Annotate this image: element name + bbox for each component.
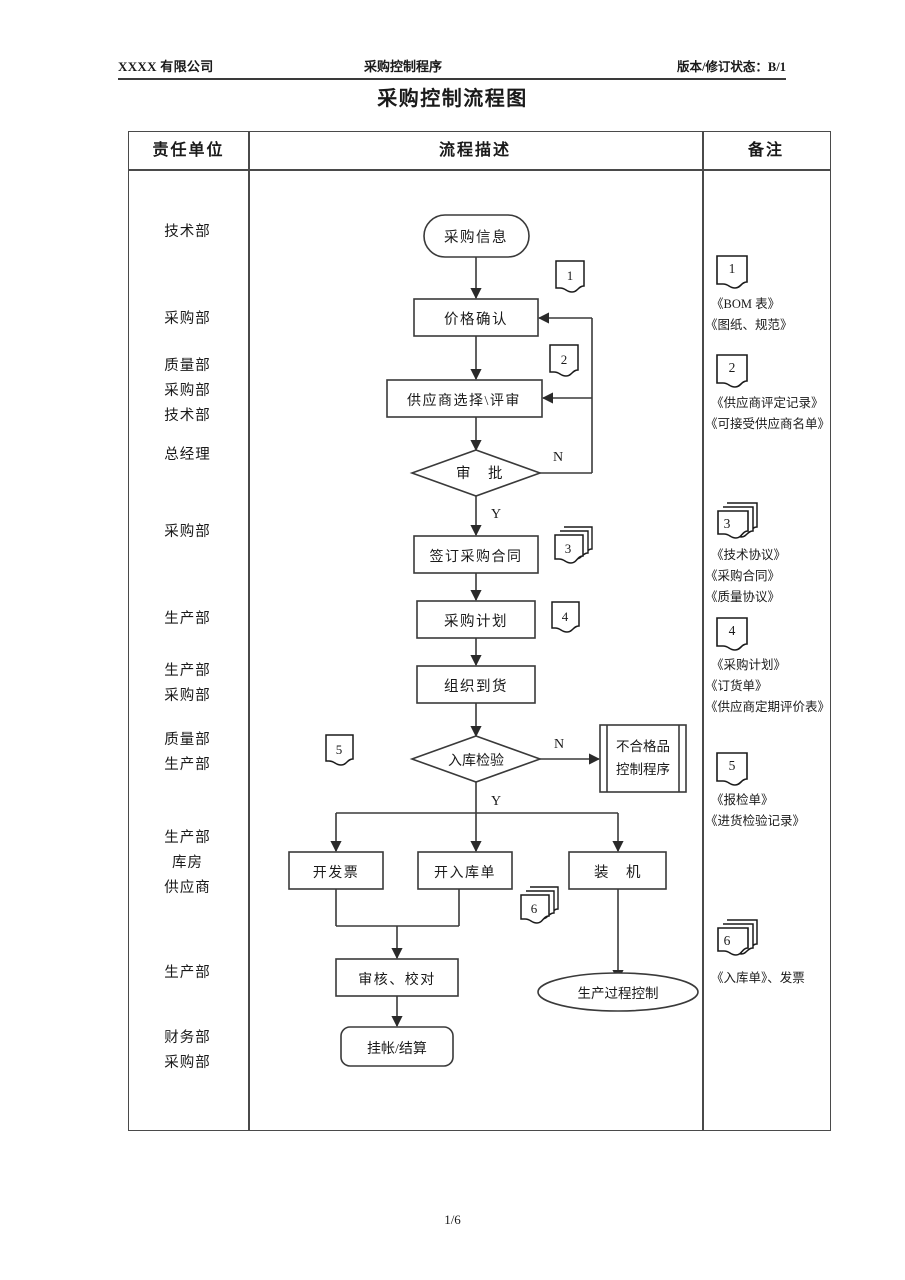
header-company: XXXX 有限公司 — [118, 59, 214, 74]
flow-note-icon-1: 1 — [555, 260, 585, 293]
remark-note-number: 5 — [728, 758, 736, 773]
remark-note-icon-6: 6 — [715, 918, 759, 960]
flow-node-label: 审 批 — [456, 465, 504, 482]
flow-node-organize-arrival: 组织到货 — [416, 665, 536, 704]
table-divider-right — [702, 132, 704, 1130]
flow-node-label: 价格确认 — [444, 311, 508, 328]
flow-node-invoice: 开发票 — [288, 851, 384, 890]
branch-label-no: N — [553, 450, 563, 465]
responsible-unit: 生产部 — [164, 611, 211, 627]
flow-node-label: 入库检验 — [448, 753, 504, 769]
remark-note-icon-2: 2 — [715, 353, 749, 391]
flow-note-icon-5: 5 — [325, 734, 354, 766]
responsible-unit: 采购部 — [164, 311, 211, 327]
remarks-column: 1 《BOM 表》《图纸、规范》 2 《供应商评定记录》《可接受供应商名单》 3… — [701, 168, 831, 1131]
flow-node-label: 供应商选择\评审 — [407, 392, 521, 409]
remark-text: 《入库单》、发票 — [711, 971, 805, 985]
flow-node-label: 开发票 — [313, 865, 360, 881]
remark-note-number: 2 — [728, 360, 736, 375]
column-header-responsible: 责任单位 — [152, 142, 225, 159]
flow-note-icon-3: 3 — [554, 526, 593, 564]
flow-note-number: 3 — [565, 541, 572, 556]
flow-node-label-line1: 不合格品 — [616, 739, 670, 754]
flow-node-label: 装 机 — [594, 864, 642, 881]
flow-node-label: 审核、校对 — [358, 971, 436, 988]
column-header-process: 流程描述 — [438, 142, 511, 159]
flow-node-label-line2: 控制程序 — [616, 762, 670, 777]
flow-node-approve: 审 批 N Y — [409, 449, 563, 522]
flow-node-label: 开入库单 — [434, 865, 496, 881]
header-document-name: 采购控制程序 — [364, 59, 443, 74]
flow-note-icon-2: 2 — [549, 344, 579, 377]
responsible-units-column: 技术部 采购部 质量部采购部技术部 总经理 采购部 生产部 生产部采购部 质量部… — [128, 168, 247, 1131]
remark-note-icon-3: 3 — [715, 501, 759, 543]
remark-text: 《技术协议》《采购合同》《质量协议》 — [705, 548, 787, 604]
flow-node-label: 采购信息 — [444, 229, 508, 246]
flow-note-number: 5 — [336, 742, 343, 757]
responsible-unit: 质量部采购部技术部 — [164, 358, 211, 424]
responsible-unit: 总经理 — [164, 447, 211, 463]
remark-note-number: 6 — [723, 933, 731, 948]
remark-text: 《报检单》《进货检验记录》 — [705, 793, 806, 828]
page-title: 采购控制流程图 — [377, 88, 528, 110]
column-header-remarks: 备注 — [747, 142, 784, 159]
page-footer: 1/6 — [444, 1212, 461, 1227]
flow-node-account-settle: 挂帐/结算 — [340, 1026, 454, 1067]
flow-node-assembly: 装 机 — [568, 851, 667, 890]
branch-label-yes: Y — [491, 794, 501, 809]
flow-note-number: 6 — [531, 901, 538, 916]
branch-label-yes: Y — [491, 507, 501, 522]
flow-node-incoming-check: 入库检验 N Y — [409, 735, 564, 809]
flow-node-purchase-plan: 采购计划 — [416, 600, 536, 639]
branch-label-no: N — [554, 737, 564, 752]
flow-note-number: 2 — [561, 352, 568, 367]
flow-node-nonconforming-procedure: 不合格品 控制程序 — [599, 724, 687, 793]
flow-note-icon-4: 4 — [551, 601, 580, 633]
responsible-unit: 技术部 — [164, 224, 211, 240]
flow-node-label: 挂帐/结算 — [367, 1041, 427, 1057]
remark-note-icon-4: 4 — [715, 616, 749, 654]
remark-note-number: 3 — [723, 516, 731, 531]
remark-text: 《BOM 表》《图纸、规范》 — [705, 297, 793, 332]
responsible-unit: 财务部采购部 — [164, 1030, 211, 1071]
flow-node-start: 采购信息 — [423, 214, 530, 258]
responsible-unit: 生产部库房供应商 — [164, 830, 211, 896]
table-divider-left — [248, 132, 250, 1130]
remark-note-number: 1 — [728, 261, 736, 276]
responsible-unit: 采购部 — [164, 524, 211, 540]
flow-node-label: 生产过程控制 — [578, 986, 659, 1001]
table-header-rule — [129, 169, 830, 171]
remark-note-icon-5: 5 — [715, 751, 749, 789]
remark-text: 《采购计划》《订货单》《供应商定期评价表》 — [705, 658, 831, 714]
responsible-unit: 生产部 — [164, 965, 211, 981]
page-header: XXXX 有限公司 采购控制程序 版本/修订状态：B/1 — [118, 52, 786, 80]
flow-node-review-proof: 审核、校对 — [335, 958, 459, 997]
responsible-unit: 生产部采购部 — [164, 663, 211, 704]
flow-node-sign-contract: 签订采购合同 — [413, 535, 539, 574]
flow-note-number: 4 — [562, 609, 569, 624]
flow-node-production-control: 生产过程控制 — [537, 972, 699, 1012]
process-flowchart: 采购信息 价格确认 供应商选择\评审 审 批 N Y 签订采购合同 采购计划 — [247, 168, 701, 1131]
responsible-unit: 质量部生产部 — [164, 732, 211, 773]
flow-node-label: 组织到货 — [444, 678, 508, 695]
flow-note-icon-6: 6 — [520, 886, 559, 924]
remark-text: 《供应商评定记录》《可接受供应商名单》 — [705, 396, 831, 431]
remark-note-icon-1: 1 — [715, 254, 749, 292]
flow-node-price-confirm: 价格确认 — [413, 298, 539, 337]
flow-node-stock-in-form: 开入库单 — [417, 851, 513, 890]
flow-note-number: 1 — [567, 268, 574, 283]
flow-node-label: 采购计划 — [444, 613, 508, 630]
header-version: 版本/修订状态：B/1 — [676, 60, 786, 74]
flow-node-label: 签订采购合同 — [430, 548, 523, 565]
flow-node-supplier-select: 供应商选择\评审 — [386, 379, 543, 418]
remark-note-number: 4 — [728, 623, 736, 638]
flowchart-table: 责任单位 流程描述 备注 — [128, 131, 831, 1131]
